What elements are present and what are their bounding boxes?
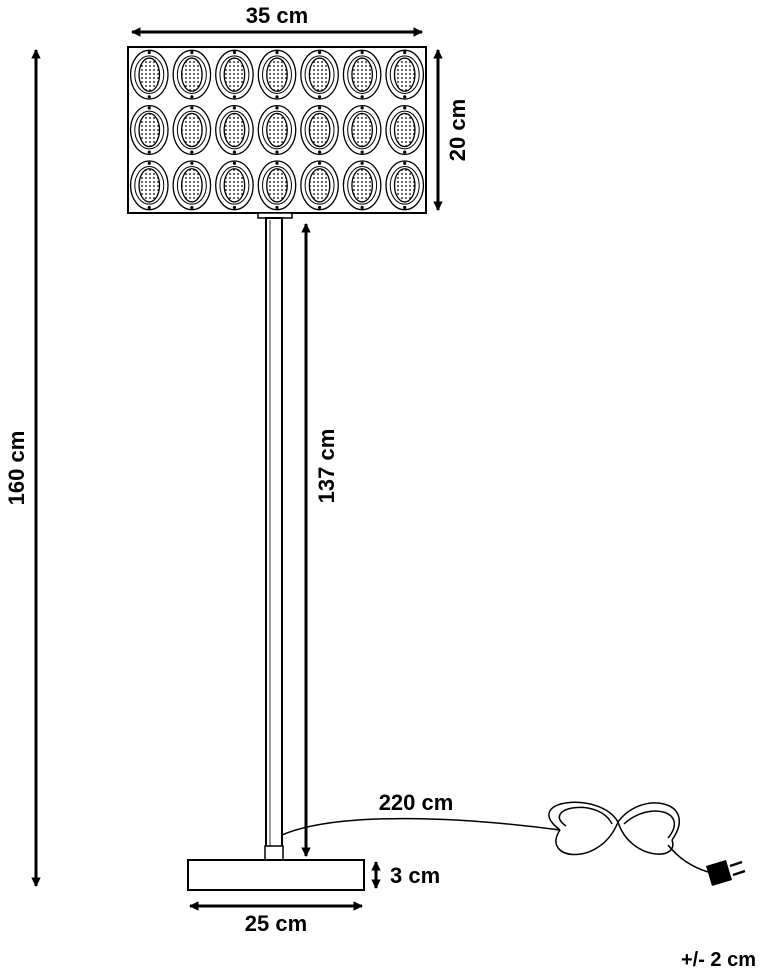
- shade-oval-motif: [342, 160, 382, 211]
- shade-width-label: 35 cm: [246, 3, 308, 28]
- tolerance-note: +/- 2 cm: [681, 949, 756, 971]
- lamp-base: [187, 859, 365, 891]
- shade-oval-motif: [215, 105, 254, 155]
- shade-oval-motif: [172, 49, 212, 100]
- shade-oval-motif: [129, 160, 169, 211]
- shade-height-label: 20 cm: [445, 99, 470, 161]
- shade-oval-pattern: [129, 49, 425, 211]
- lamp-shade: [127, 46, 427, 214]
- shade-oval-motif: [342, 105, 382, 155]
- total-height-label: 160 cm: [4, 431, 29, 506]
- shade-oval-motif: [257, 105, 297, 155]
- stand-height-label: 137 cm: [314, 429, 339, 504]
- shade-oval-motif: [172, 160, 212, 211]
- shade-oval-motif: [257, 160, 297, 211]
- shade-oval-motif: [129, 105, 169, 155]
- shade-oval-motif: [342, 49, 382, 100]
- cable-length-label: 220 cm: [379, 790, 454, 815]
- base-width-label: 25 cm: [245, 911, 307, 936]
- shade-oval-motif: [300, 105, 339, 155]
- shade-oval-motif: [257, 49, 297, 100]
- shade-oval-motif: [172, 105, 212, 155]
- lamp-pole: [264, 217, 284, 861]
- shade-oval-motif: [385, 105, 425, 155]
- shade-oval-motif: [385, 160, 425, 211]
- shade-oval-motif: [215, 49, 254, 100]
- shade-oval-motif: [215, 160, 254, 211]
- base-height-label: 3 cm: [390, 863, 440, 888]
- power-plug: [706, 860, 746, 886]
- shade-oval-motif: [385, 49, 425, 100]
- shade-oval-motif: [129, 49, 169, 100]
- shade-oval-motif: [300, 160, 339, 211]
- shade-oval-motif: [300, 49, 339, 100]
